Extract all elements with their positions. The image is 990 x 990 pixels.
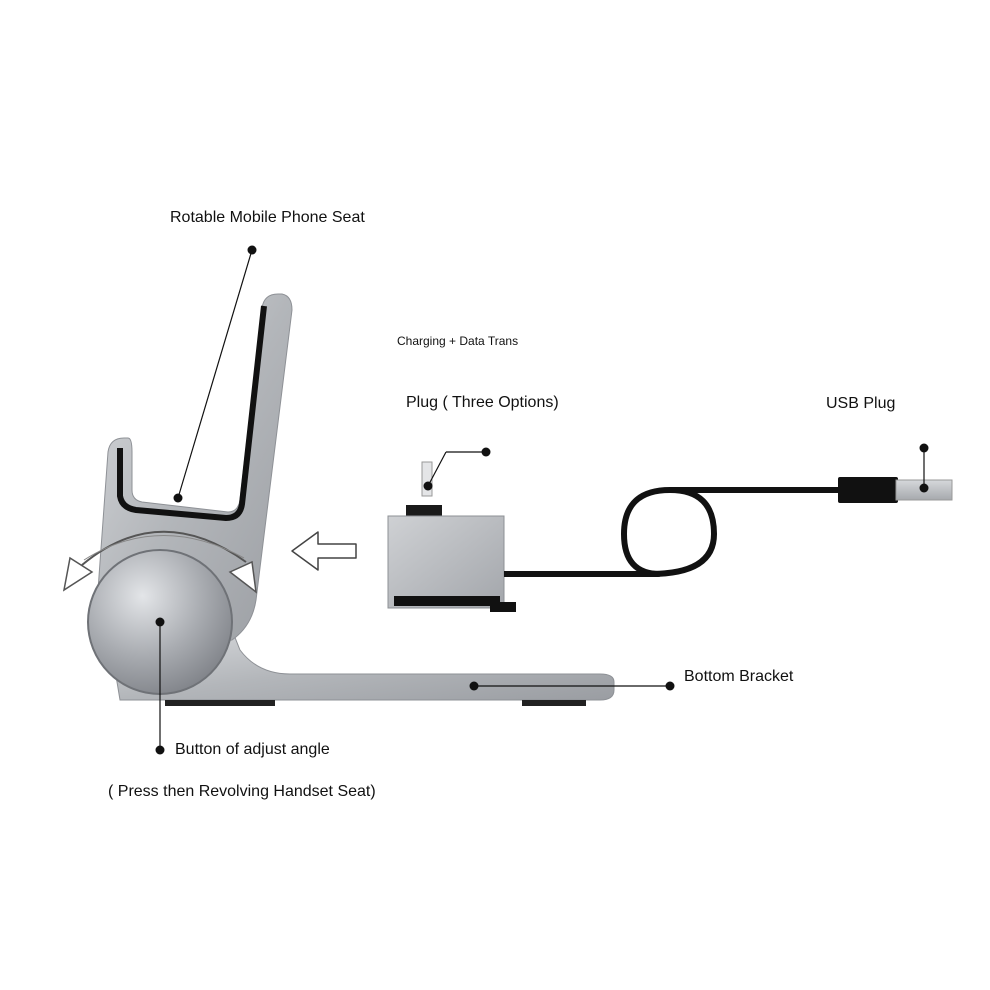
bottom-bracket [109, 629, 615, 706]
label-plug-options: Plug ( Three Options) [406, 394, 559, 411]
label-press-note: ( Press then Revolving Handset Seat) [108, 783, 376, 800]
label-phone-seat: Rotable Mobile Phone Seat [170, 209, 365, 226]
label-bottom-bracket: Bottom Bracket [684, 668, 794, 685]
label-charging-data: Charging + Data Trans [397, 334, 519, 348]
arrow-left-icon [291, 531, 357, 571]
curved-arrow-left-icon [62, 556, 94, 592]
label-adjust-button: Button of adjust angle [175, 741, 330, 758]
leader-lines [155, 245, 929, 755]
usb-plug [838, 477, 953, 503]
label-usb-plug: USB Plug [826, 395, 896, 412]
plug-module [387, 461, 516, 612]
rotation-indicator [62, 530, 257, 594]
cable [504, 486, 842, 577]
curved-arrow-right-icon [228, 560, 257, 594]
